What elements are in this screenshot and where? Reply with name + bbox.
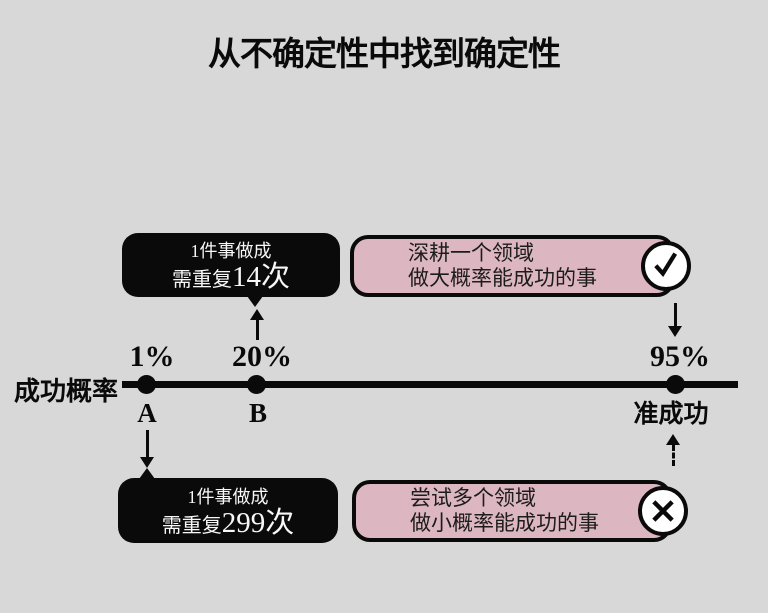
axis-value-95pct: 95%	[650, 340, 710, 373]
strategy-bottom-line1: 尝试多个领域	[410, 486, 536, 510]
bubble-tail-up	[139, 468, 155, 479]
repeat-top-line1: 1件事做成	[190, 241, 272, 261]
callout-strategy-top: 深耕一个领域 做大概率能成功的事	[350, 235, 691, 297]
axis-label: 成功概率	[14, 377, 119, 406]
arrow-up-20pct-icon	[249, 309, 265, 340]
repeat-top-line2: 需重复14次	[122, 262, 340, 295]
callout-repeat-top: 1件事做成 需重复14次	[122, 233, 340, 307]
strategy-top-text: 深耕一个领域 做大概率能成功的事	[408, 241, 597, 291]
check-icon	[641, 241, 691, 291]
callout-repeat-bottom: 1件事做成 需重复299次	[118, 468, 338, 543]
arrow-down-95pct-icon	[667, 303, 683, 337]
repeat-bottom-line1: 1件事做成	[187, 487, 269, 507]
strategy-bottom-text: 尝试多个领域 做小概率能成功的事	[410, 486, 599, 536]
repeat-bottom-prefix: 需重复	[161, 515, 222, 537]
bubble-tail-down	[247, 296, 263, 307]
axis-label-B: B	[248, 398, 268, 428]
probability-axis	[122, 381, 738, 388]
callout-strategy-bottom: 尝试多个领域 做小概率能成功的事	[352, 480, 688, 542]
cross-icon	[638, 486, 688, 536]
page-title: 从不确定性中找到确定性	[208, 37, 561, 73]
repeat-bottom-line2: 需重复299次	[118, 508, 338, 541]
axis-value-20pct: 20%	[232, 340, 292, 373]
arrow-down-pointA-icon	[139, 430, 155, 468]
repeat-top-prefix: 需重复	[171, 269, 232, 291]
axis-dot-95pct	[666, 375, 685, 394]
strategy-top-line2: 做大概率能成功的事	[408, 266, 597, 290]
axis-dot-1pct	[137, 375, 156, 394]
repeat-top-value: 14次	[231, 261, 290, 293]
axis-dot-20pct	[247, 375, 266, 394]
repeat-bottom-value: 299次	[221, 507, 295, 539]
strategy-top-line1: 深耕一个领域	[408, 241, 534, 265]
axis-value-1pct: 1%	[129, 340, 175, 373]
axis-label-A: A	[137, 398, 157, 428]
arrow-dashed-up-success-icon	[665, 434, 681, 466]
axis-label-success: 准成功	[633, 401, 709, 428]
strategy-bottom-line2: 做小概率能成功的事	[410, 511, 599, 535]
